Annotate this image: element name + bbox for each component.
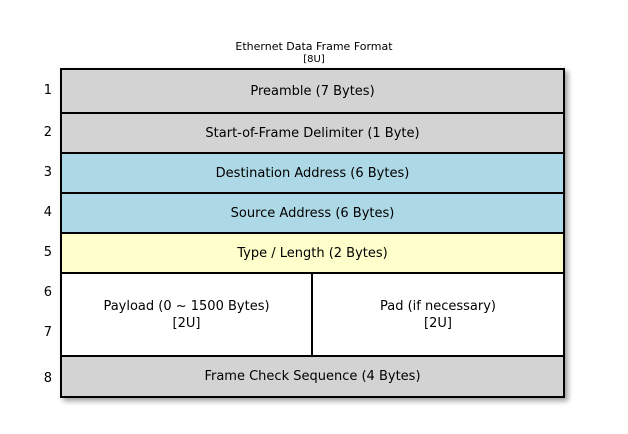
row-number-1: 1 [43,83,52,98]
cell-label-type-length: Type / Length (2 Bytes) [237,245,388,261]
cell-label-frame-check-sequence: Frame Check Sequence (4 Bytes) [204,369,421,384]
cell-label-pad-group: Pad (if necessary) [2U] [380,298,496,332]
frame-row-sfd: Start-of-Frame Delimiter (1 Byte) [62,114,563,154]
row-number-3: 3 [43,165,52,180]
row-number-6: 6 [43,285,52,300]
cell-label-payload-group: Payload (0 ~ 1500 Bytes) [2U] [103,298,269,332]
cell-sublabel-pad: [2U] [424,315,452,331]
frame-cell-pad: Pad (if necessary) [2U] [313,274,563,355]
row-number-4: 4 [43,205,52,220]
frame-row-destination-address: Destination Address (6 Bytes) [62,154,563,194]
frame-row-source-address: Source Address (6 Bytes) [62,194,563,234]
row-number-8: 8 [43,371,52,386]
row-number-2: 2 [43,125,52,140]
cell-label-source-address: Source Address (6 Bytes) [230,205,395,221]
cell-label-payload: Payload (0 ~ 1500 Bytes) [103,298,270,314]
frame-table: Preamble (7 Bytes) Start-of-Frame Delimi… [60,68,565,398]
frame-row-type-length: Type / Length (2 Bytes) [62,234,563,274]
diagram-title-subscript: [8U] [303,54,325,65]
cell-label-pad: Pad (if necessary) [379,298,496,314]
cell-sublabel-payload: [2U] [172,315,201,331]
diagram-title-block: Ethernet Data Frame Format [8U] [0,40,628,66]
frame-row-preamble: Preamble (7 Bytes) [62,70,563,114]
cell-label-sfd: Start-of-Frame Delimiter (1 Byte) [205,125,420,141]
row-number-gutter: 1 2 3 4 5 6 7 8 [0,68,52,398]
cell-label-preamble: Preamble (7 Bytes) [250,83,375,99]
frame-row-payload-pad: Payload (0 ~ 1500 Bytes) [2U] Pad (if ne… [62,274,563,357]
cell-label-destination-address: Destination Address (6 Bytes) [215,165,410,181]
frame-row-frame-check-sequence: Frame Check Sequence (4 Bytes) [62,357,563,396]
diagram-title: Ethernet Data Frame Format [235,40,393,53]
frame-cell-payload: Payload (0 ~ 1500 Bytes) [2U] [62,274,313,355]
row-number-5: 5 [43,245,52,260]
row-number-7: 7 [43,325,52,340]
